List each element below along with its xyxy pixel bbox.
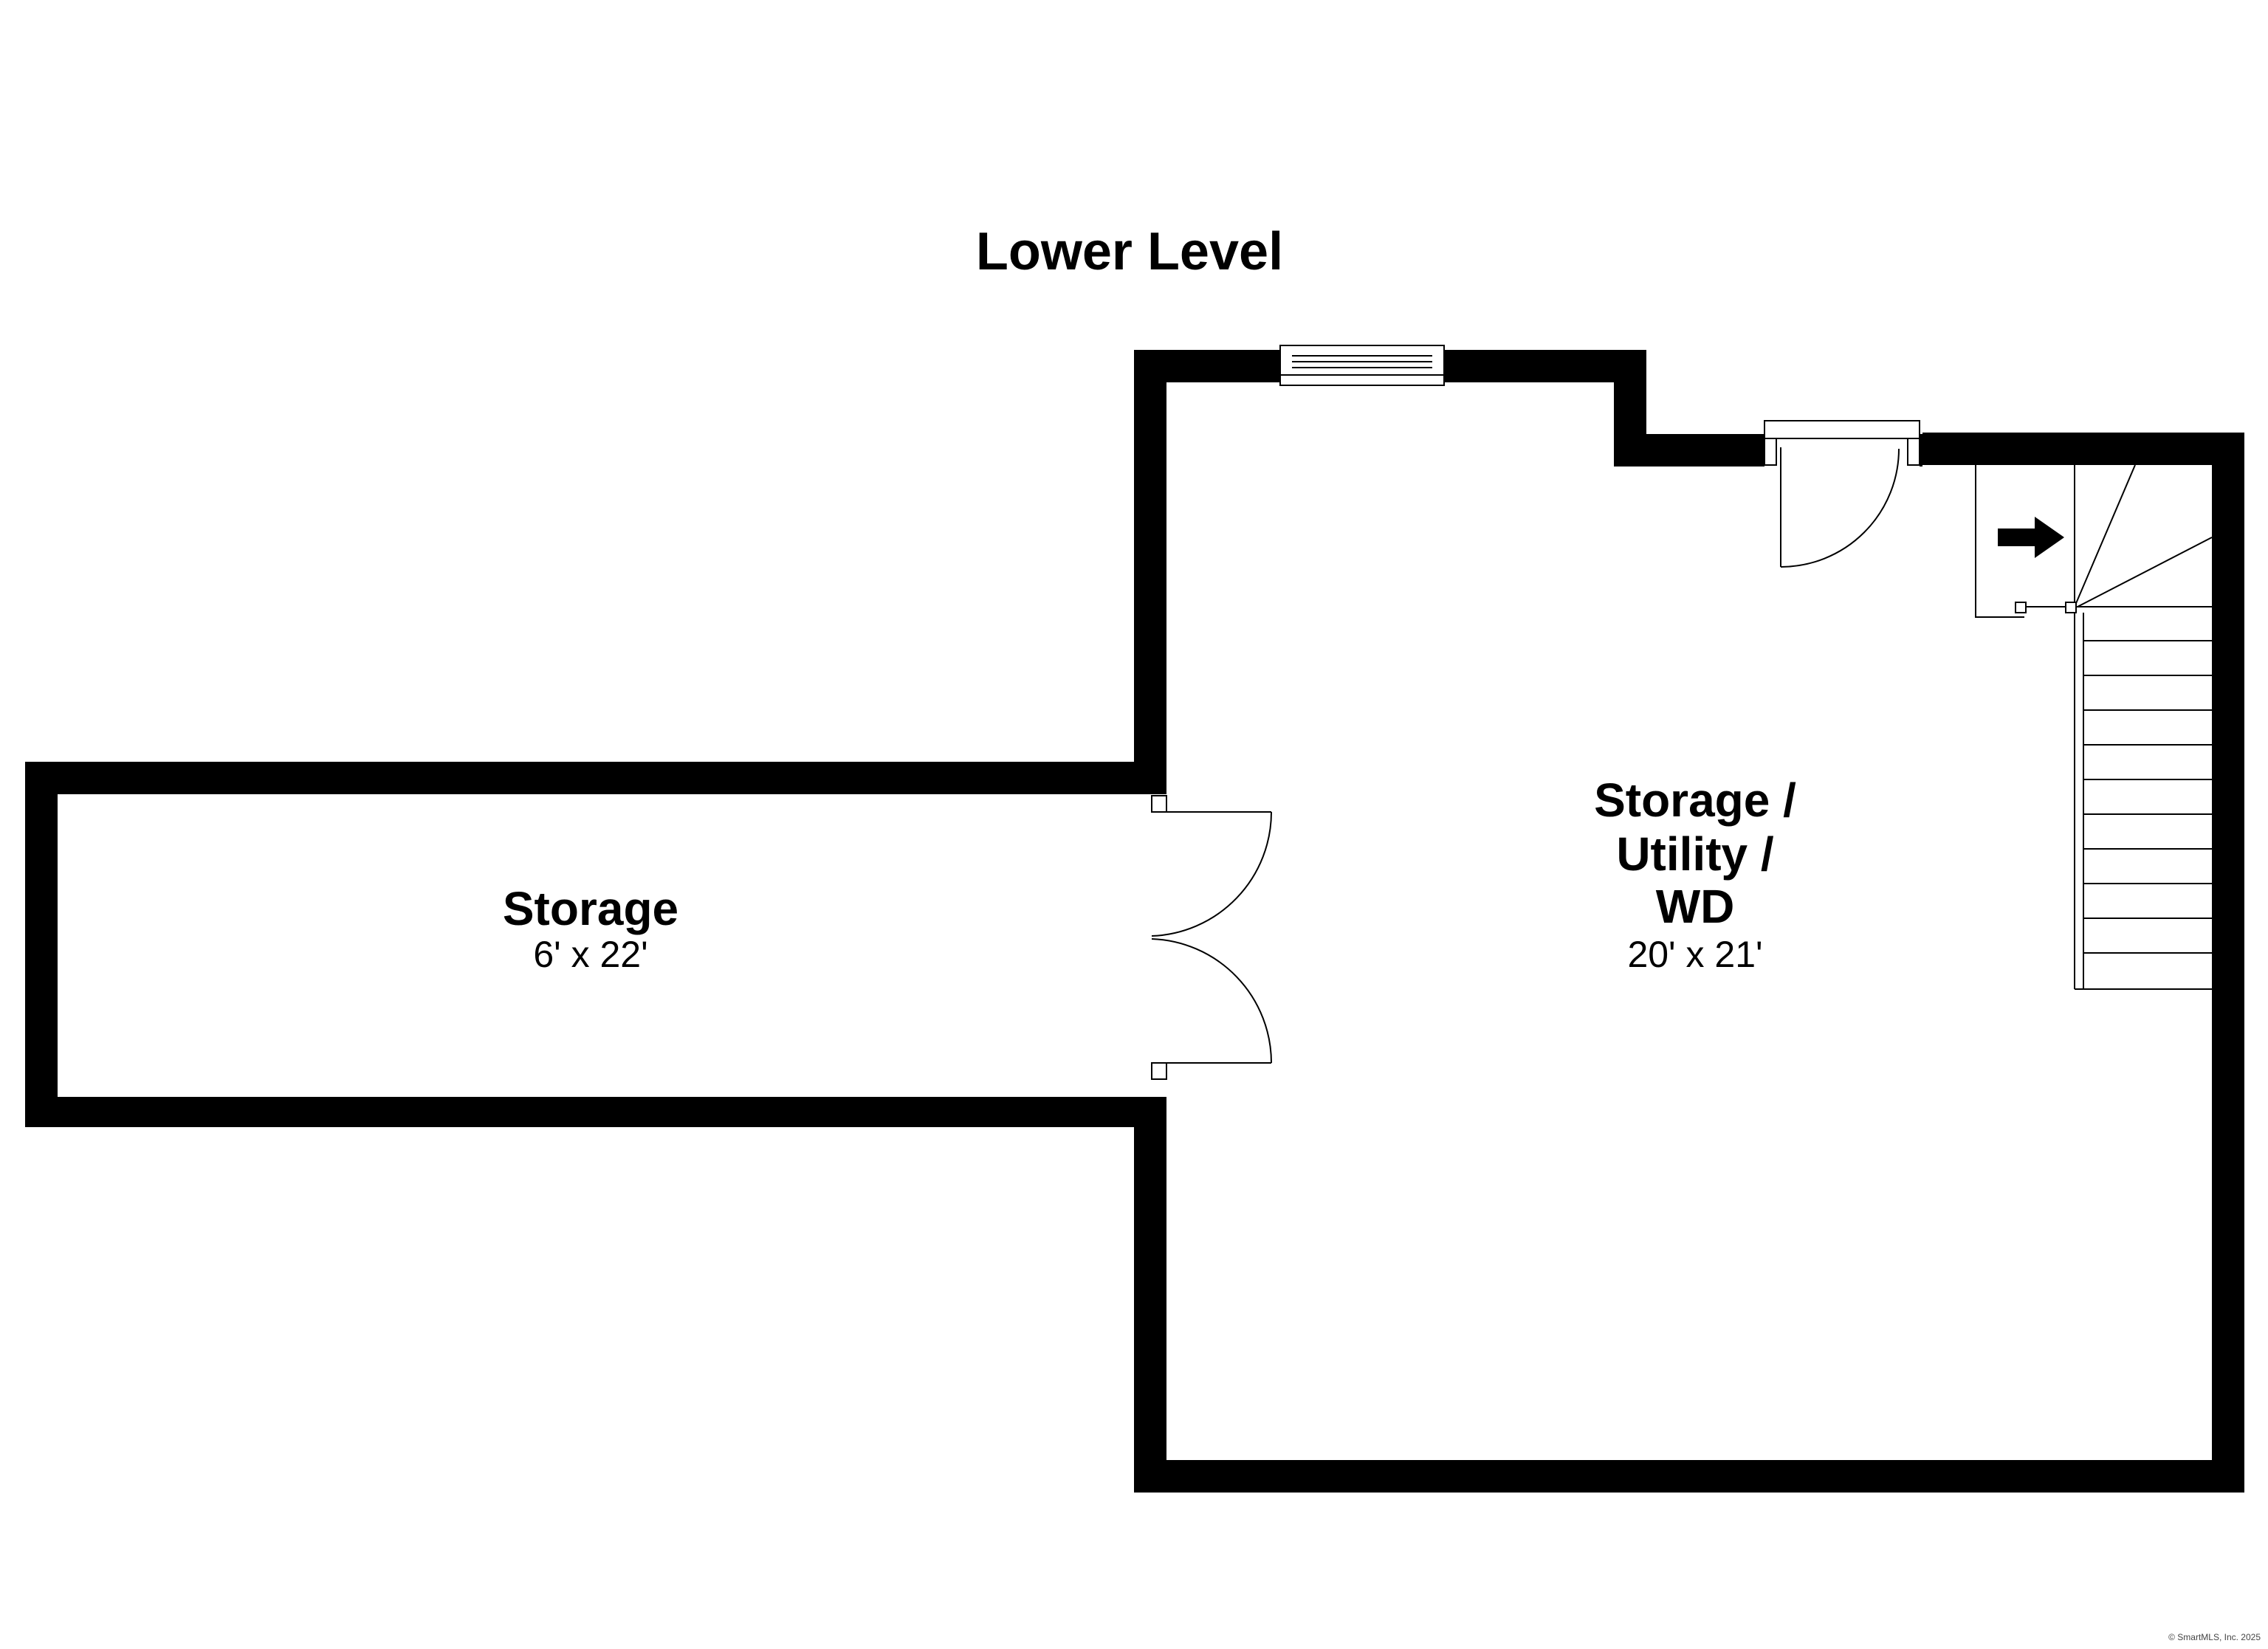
room-name-storage: Storage bbox=[503, 882, 678, 935]
exterior-door bbox=[1764, 420, 1920, 568]
room-name-utility-line-3: WD bbox=[1656, 880, 1735, 933]
room-dimensions-utility: 20' x 21' bbox=[1627, 934, 1762, 975]
double-door bbox=[1151, 795, 1272, 1080]
interior-opening bbox=[1133, 805, 1169, 1085]
stair-direction-arrow-icon bbox=[1998, 517, 2064, 558]
door-swing-icon bbox=[1151, 938, 1272, 1064]
copyright-text: © SmartMLS, Inc. 2025 bbox=[2168, 1632, 2261, 1642]
room-name-utility-line-2: Utility / bbox=[1616, 827, 1774, 881]
door-jamb-bottom bbox=[1151, 1062, 1167, 1080]
door-swing-icon bbox=[1151, 811, 1272, 937]
plan-title: Lower Level bbox=[976, 222, 1283, 281]
door-swing-icon bbox=[1780, 448, 1900, 568]
window-icon bbox=[1279, 345, 1445, 386]
staircase bbox=[1975, 464, 2213, 990]
exterior-walls bbox=[25, 350, 2244, 1493]
room-dimensions-storage: 6' x 22' bbox=[533, 934, 647, 975]
door-jamb-top bbox=[1151, 795, 1167, 813]
room-name-utility-line-1: Storage / bbox=[1594, 774, 1796, 827]
